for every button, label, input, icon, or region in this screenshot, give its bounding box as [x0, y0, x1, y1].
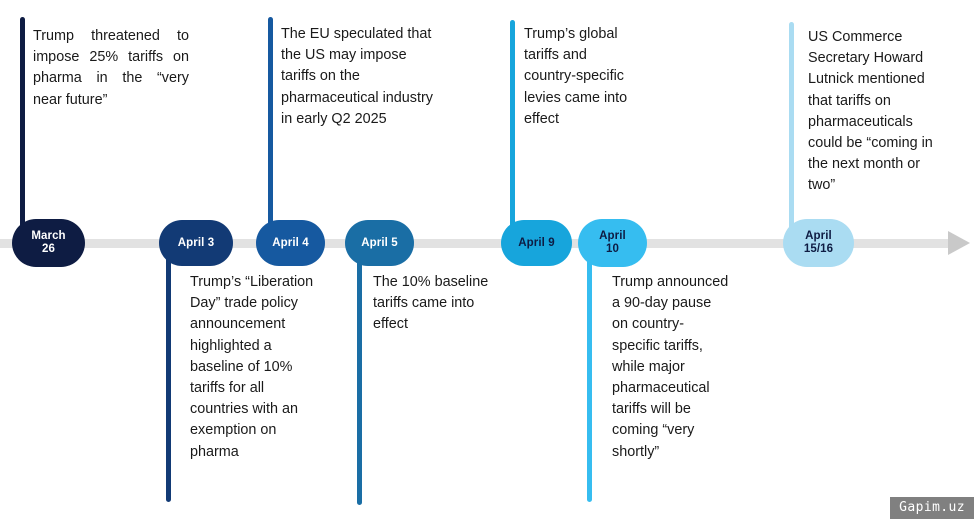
timeline-axis-arrow-icon [948, 231, 970, 255]
date-pill-line1: March [31, 230, 66, 242]
date-pill-april-10[interactable]: April 10 [578, 219, 647, 267]
date-pill-line1: April [599, 230, 626, 242]
date-pill-line1: April 4 [272, 236, 309, 249]
date-pill-line1: April 9 [518, 236, 555, 249]
date-pill-april-3[interactable]: April 3 [159, 220, 233, 266]
connector-stem-april-3 [166, 252, 171, 502]
event-note-april-5: The 10% baseline tariffs came into effec… [373, 274, 489, 333]
date-pill-april-9[interactable]: April 9 [501, 220, 572, 266]
date-pill-line2: 26 [42, 243, 55, 255]
timeline-axis [0, 239, 952, 248]
event-note-april-10: Trump announced a 90-day pause on countr… [612, 274, 729, 460]
event-note-march-26: Trump threatened to impose 25% tariffs o… [33, 28, 189, 108]
date-pill-line1: April [805, 230, 832, 242]
connector-stem-april-9 [510, 20, 515, 230]
event-note-april-4: The EU speculated that the US may impose… [281, 26, 433, 127]
connector-stem-april-15-16 [789, 22, 794, 230]
watermark: Gapim.uz [890, 497, 974, 519]
date-pill-line2: 15/16 [803, 243, 834, 255]
connector-stem-april-4 [268, 17, 273, 229]
event-note-april-3: Trump’s “Liberation Day” trade policy an… [190, 274, 314, 460]
date-pill-march-26[interactable]: March 26 [12, 219, 85, 267]
connector-stem-march-26 [20, 17, 25, 232]
connector-stem-april-5 [357, 252, 362, 505]
date-pill-line1: April 3 [177, 236, 215, 249]
event-note-april-15-16: US Commerce Secretary Howard Lutnick men… [808, 29, 933, 194]
date-pill-april-5[interactable]: April 5 [345, 220, 414, 266]
connector-stem-april-10 [587, 252, 592, 502]
date-pill-april-4[interactable]: April 4 [256, 220, 325, 266]
date-pill-line2: 10 [605, 243, 619, 255]
event-note-april-9: Trump’s global tariffs and country-speci… [524, 26, 628, 127]
date-pill-line1: April 5 [361, 236, 398, 249]
date-pill-april-15-16[interactable]: April 15/16 [783, 219, 854, 267]
